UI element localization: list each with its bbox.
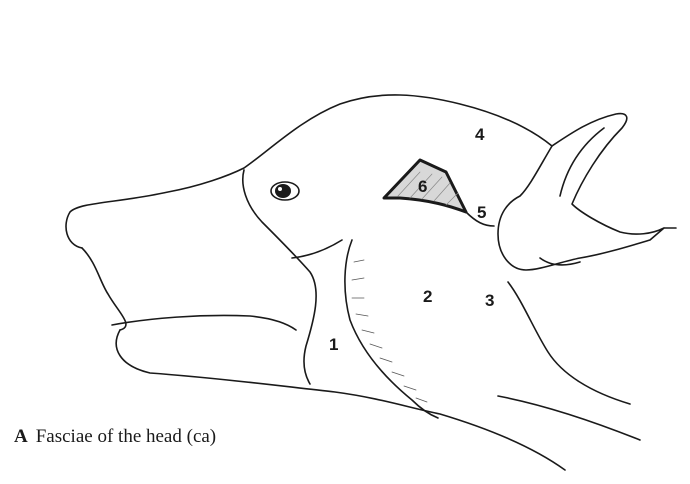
lower-jaw-outline [116,330,565,470]
label-6: 6 [418,178,427,195]
masseteric-hatching [352,260,427,402]
neck-line-lower [498,396,640,440]
head-outline [66,95,552,248]
label-5: 5 [477,204,486,221]
figure-caption: A Fasciae of the head (ca) [14,426,216,448]
masseteric-fascia-edge [345,240,438,418]
ear-outline [498,114,676,270]
caption-letter: A [14,426,28,447]
label-3: 3 [485,292,494,309]
upper-lip-outline [82,248,126,330]
label-1: 1 [329,336,338,353]
eye [271,182,299,200]
cheek-fold-line [292,240,342,258]
muzzle-fascia-boundary [243,170,316,384]
caption-text: Fasciae of the head (ca) [36,426,216,447]
ear-inner-line [560,128,604,196]
neck-line-upper [508,282,630,404]
label-4: 4 [475,126,484,143]
label-2: 2 [423,288,432,305]
mouth-line [112,315,296,330]
